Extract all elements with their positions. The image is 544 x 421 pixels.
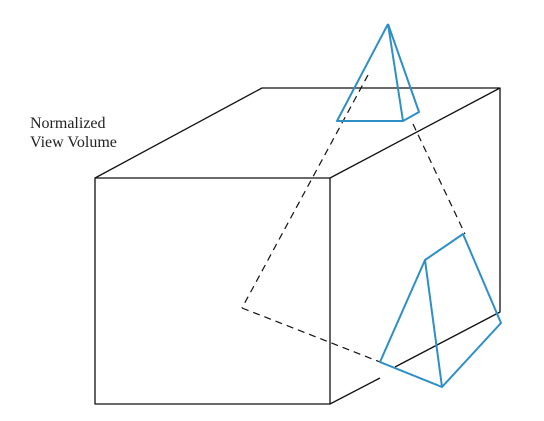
cube-front-face — [94, 177, 331, 405]
cube-bottom-right-edge — [329, 377, 381, 405]
lower-pyramid-inner-edge — [424, 259, 443, 388]
projector-line-right — [412, 123, 466, 235]
upper-pyramid — [336, 23, 420, 122]
lower-pyramid-outline — [379, 233, 502, 388]
projector-line-left-upper — [241, 74, 369, 309]
volume-label-line-1: Normalized — [30, 115, 106, 132]
upper-pyramid-outline — [336, 23, 420, 122]
upper-pyramid-inner-edge — [387, 23, 404, 122]
cube — [94, 87, 501, 405]
lower-pyramid — [379, 233, 502, 388]
volume-label-line-2: View Volume — [30, 134, 117, 151]
cube-top-face-edges — [94, 87, 501, 179]
projector-line-left-lower — [241, 307, 381, 363]
projector-lines — [241, 74, 466, 363]
cube-right-face-edges — [394, 88, 501, 368]
